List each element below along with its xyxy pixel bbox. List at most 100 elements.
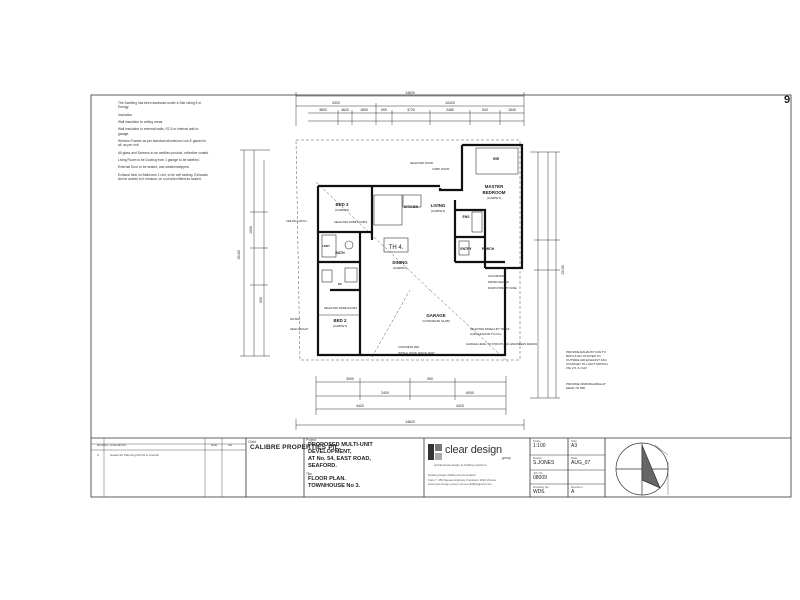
dim-seg: 1000 — [249, 226, 253, 234]
callout: CONCRETE PAD — [398, 345, 419, 349]
callout: SELECTED PANEL/LIFT TRACK — [470, 327, 510, 331]
room-porch: PORCH — [482, 247, 495, 251]
dim-seg: 4620 — [341, 108, 349, 112]
callout: SELECTED ROBE DOORS — [334, 220, 367, 224]
client-label: Client — [248, 440, 257, 444]
dim-seg: 3720 — [407, 108, 415, 112]
contact-line: www.clear design group.com.au clrd@bigpo… — [428, 482, 492, 487]
room-entry: ENTRY — [460, 247, 472, 251]
room-sc: SC — [338, 282, 343, 286]
dim-seg: 6000 — [466, 391, 474, 395]
callout: GARAGE LEVEL TO STRUCTURAL ENGINEERS DES… — [466, 342, 537, 346]
callout: INSTALL ROOF SPACE VENT — [398, 351, 435, 355]
room-labels: BED 3 (CARPET) KITCHEN LIVING (CARPET) M… — [322, 157, 506, 328]
dim-seg: 540 — [482, 108, 488, 112]
dim-seg: 2480 — [446, 108, 454, 112]
floor-plan-walls — [316, 143, 524, 357]
room-master-2: BEDROOM — [483, 190, 506, 195]
dim-seg: 3000 — [346, 377, 354, 381]
drawn-value: S.JONES — [533, 460, 555, 466]
scale-value: 1:100 — [533, 443, 546, 449]
note-line: Window Frames as per standard aluminium … — [118, 138, 207, 148]
room-kitchen: KITCHEN — [404, 205, 419, 209]
rev-col-header: Date — [211, 443, 218, 447]
sheet-border — [90, 94, 792, 498]
callout: SELECTED DOOR — [410, 161, 433, 165]
dim-bottom-a: 4420 — [356, 404, 364, 408]
north-point-icon — [615, 442, 669, 496]
drawn-field: Drawn S.JONES — [533, 456, 555, 466]
contact-line: building design drafting documentation — [428, 473, 476, 477]
logo-mark-icon — [428, 444, 442, 460]
callout: WATER HEATER — [488, 280, 509, 284]
logo-tagline: architectural design & drafting solution… — [434, 463, 487, 467]
title-line: TOWNHOUSE No 3. — [308, 483, 361, 489]
page-number: 9 — [784, 94, 791, 106]
note-line: External Door to be sealed, and weathers… — [118, 165, 190, 170]
internal-fixtures — [318, 147, 519, 316]
eave-lines — [295, 139, 521, 363]
callout: DOWN PIPES TO SIDE — [488, 286, 517, 290]
callout-exhaust: PROVIDE EXHAUST FAN TO BATH & EN. DUCTED… — [566, 350, 608, 370]
room-wir: WIR — [493, 157, 500, 161]
dim-left-overall: 15100 — [237, 250, 241, 260]
room-wc: LDRY — [322, 244, 330, 248]
dim-seg: 1540 — [508, 108, 516, 112]
date-value: AUG_07 — [571, 460, 591, 466]
callout: SELECTED ROBE DOORS — [324, 306, 357, 310]
room-bed2: BED 2 — [334, 318, 347, 323]
rev-col-header: Init — [228, 443, 233, 447]
project-description: PROPOSED MULTI-UNIT DEVELOPMENT, AT No. … — [308, 442, 416, 470]
room-dining-floor: (CARPET) — [393, 266, 407, 270]
project-line: AT No. 54, EAST ROAD, — [308, 456, 371, 462]
sheet-value: WD6. — [533, 489, 546, 495]
note-line: Living Room to be Ducting from 1 garage … — [118, 157, 200, 162]
unit-tag: TH 4. — [389, 245, 404, 251]
dim-overall-top: 14620 — [405, 91, 415, 95]
note-line: All glass and Screens to be certified pr… — [118, 150, 210, 155]
dimension-labels: 14620 4320 10420 3800 4620 1800 900 3720… — [237, 91, 565, 424]
room-bed3: BED 3 — [336, 202, 349, 207]
callout: GAS METER — [488, 274, 504, 278]
note-line: The Dwelling has been assessed under a S… — [118, 101, 202, 110]
room-living: LIVING — [431, 203, 446, 208]
callouts: CEILING HATCH SELECTED ROBE DOORS SELECT… — [286, 161, 537, 355]
client-name: CALIBRE PROPERTIES P/L. — [250, 444, 341, 451]
dim-seg: 3800 — [319, 108, 327, 112]
callout: COMP. DOOR — [432, 167, 449, 171]
rev-cell: A — [97, 453, 100, 457]
note-line: Insulation — [118, 112, 133, 117]
project-label: Project — [306, 438, 316, 442]
sheet-field: Drawing No. WD6. — [533, 485, 550, 495]
logo-name: clear design — [445, 444, 502, 456]
room-dining: DINING — [392, 260, 408, 265]
callout: 200 BLK — [290, 317, 301, 321]
room-master: MASTER — [485, 184, 504, 189]
date-field: Date AUG_07 — [571, 456, 591, 466]
contact-line: Suite 7, 459 Nepean Highway, Frankston 3… — [428, 477, 496, 482]
note-line: Wall insulation to external walls, R2.5 … — [118, 127, 199, 136]
callout: CEILING HATCH — [286, 219, 307, 223]
note-line: Exhaust fans on Bathroom 1 unit, to be s… — [118, 172, 208, 181]
dim-seg: 990 — [427, 377, 433, 381]
callout: HEAD HEIGHT — [290, 327, 309, 331]
company-logo: clear design group architectural design … — [428, 444, 528, 494]
dim-seg: 500 — [259, 297, 263, 303]
callout: GARAGE DOOR TO 2.0m — [470, 332, 502, 336]
size-value: A3 — [571, 443, 578, 449]
dim-left-top: 4320 — [332, 101, 340, 105]
title-label: Title — [306, 472, 312, 476]
note-line: Wall insulation to ceiling areas. — [118, 119, 164, 124]
rev-cell: Issued for Planning Permit & Council — [110, 453, 159, 457]
scale-field: Scale 1:100 — [533, 439, 546, 449]
room-master-floor: (CARPET) — [487, 196, 501, 200]
revision-value: A — [571, 489, 575, 495]
dim-right-top: 10420 — [445, 101, 455, 105]
logo-sub: group — [502, 456, 511, 460]
general-notes: The Dwelling has been assessed under a S… — [118, 101, 210, 184]
rev-col-header: Revision — [97, 443, 109, 447]
size-field: Size A3 — [571, 439, 578, 449]
room-garage: GARAGE — [426, 313, 445, 318]
job-value: 08009 — [533, 475, 547, 481]
